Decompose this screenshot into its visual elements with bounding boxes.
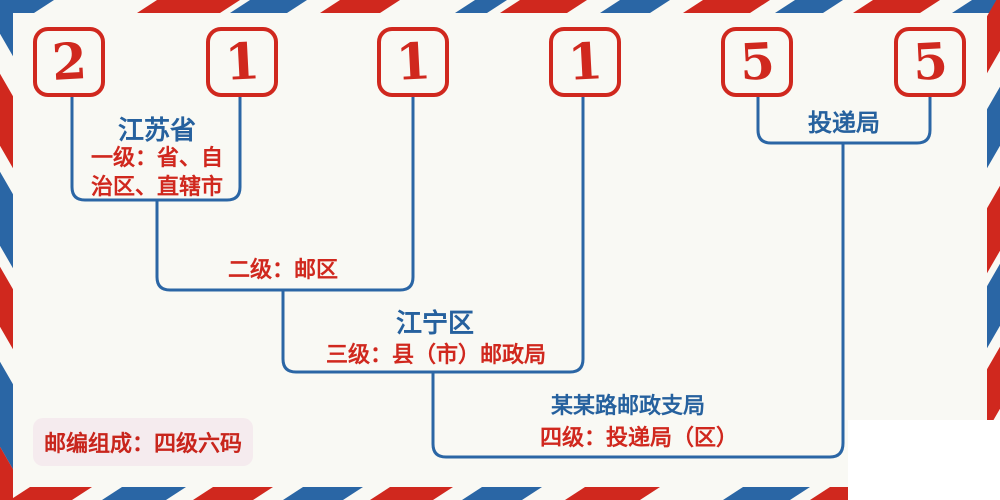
level1-description-line1: 一级：省、自	[90, 146, 223, 171]
level1-name: 江苏省	[117, 116, 196, 146]
delivery-office-label: 投递局	[808, 108, 880, 137]
level4-bracket-line	[431, 143, 845, 459]
level2-description: 二级：邮区	[227, 258, 338, 283]
digit-1: 2	[50, 31, 88, 92]
postal-code-composition-badge: 邮编组成：四级六码	[33, 418, 253, 466]
level1-description: 一级：省、自 治区、直辖市	[60, 144, 254, 202]
level1-description-line2: 治区、直辖市	[90, 175, 223, 200]
digit-4: 1	[566, 31, 604, 92]
digit-box-1: 2	[33, 27, 105, 97]
digit-box-2: 1	[206, 27, 278, 97]
level3-description: 三级：县（市）邮政局	[325, 343, 546, 368]
digit-2: 1	[223, 31, 261, 92]
level2-bracket-line	[155, 97, 415, 292]
digit-6: 5	[911, 31, 949, 92]
level4-name: 某某路邮政支局	[550, 393, 705, 419]
digit-5: 5	[738, 31, 776, 92]
delivery-bracket-line	[756, 97, 932, 145]
digit-box-6: 5	[894, 27, 966, 97]
digit-3: 1	[394, 31, 432, 92]
digit-box-3: 1	[377, 27, 449, 97]
digit-box-5: 5	[721, 27, 793, 97]
digit-box-4: 1	[549, 27, 621, 97]
bottom-right-white-patch	[848, 420, 1000, 500]
level3-name: 江宁区	[395, 309, 474, 339]
level4-description: 四级：投递局（区）	[539, 426, 738, 451]
badge-text: 邮编组成：四级六码	[43, 431, 242, 457]
